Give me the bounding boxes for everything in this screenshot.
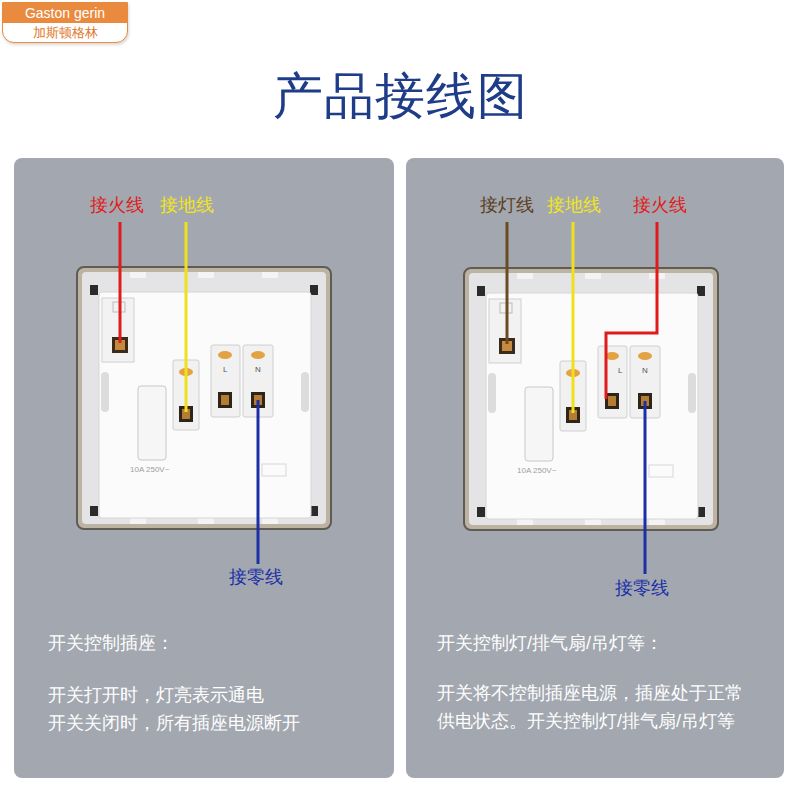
lamp-wire — [506, 222, 509, 344]
panel-note: 开关将不控制插座电源，插座处于正常 供电状态。开关控制灯/排气扇/吊灯等 — [437, 679, 748, 735]
neutral-wire — [644, 401, 647, 574]
socket-back-left — [77, 267, 331, 529]
wire-label: 接地线 — [160, 195, 214, 217]
earth-wire — [572, 222, 575, 413]
panel-note: 开关关闭时，所有插座电源断开 — [48, 709, 300, 737]
wire-label: 接地线 — [547, 195, 601, 217]
panel-heading: 开关控制插座： — [48, 629, 174, 657]
terminal-mark: L — [618, 366, 622, 376]
live-wire — [119, 222, 122, 343]
brand-name: Gaston gerin — [3, 3, 127, 23]
socket-back-right — [464, 268, 718, 530]
panel-note: 开关打开时，灯亮表示通电 — [48, 681, 264, 709]
earth-wire — [185, 222, 188, 412]
neutral-wire — [257, 400, 260, 564]
terminal-mark: N — [642, 366, 648, 376]
terminal-mark: L — [223, 365, 227, 375]
wire-label: 接零线 — [615, 578, 669, 600]
terminal-mark: N — [255, 365, 261, 375]
brand-name-cn: 加斯顿格林 — [3, 23, 127, 42]
rating-text: 10A 250V~ — [130, 465, 169, 475]
wire-label: 接零线 — [229, 567, 283, 589]
wire-label: 接火线 — [90, 195, 144, 217]
panel-heading: 开关控制灯/排气扇/吊灯等： — [437, 629, 663, 657]
wire-label: 接灯线 — [480, 195, 534, 217]
wire-label: 接火线 — [633, 195, 687, 217]
rating-text: 10A 250V~ — [517, 466, 556, 476]
page-title: 产品接线图 — [273, 71, 528, 121]
logo-badge: Gaston gerin加斯顿格林 — [2, 2, 128, 43]
